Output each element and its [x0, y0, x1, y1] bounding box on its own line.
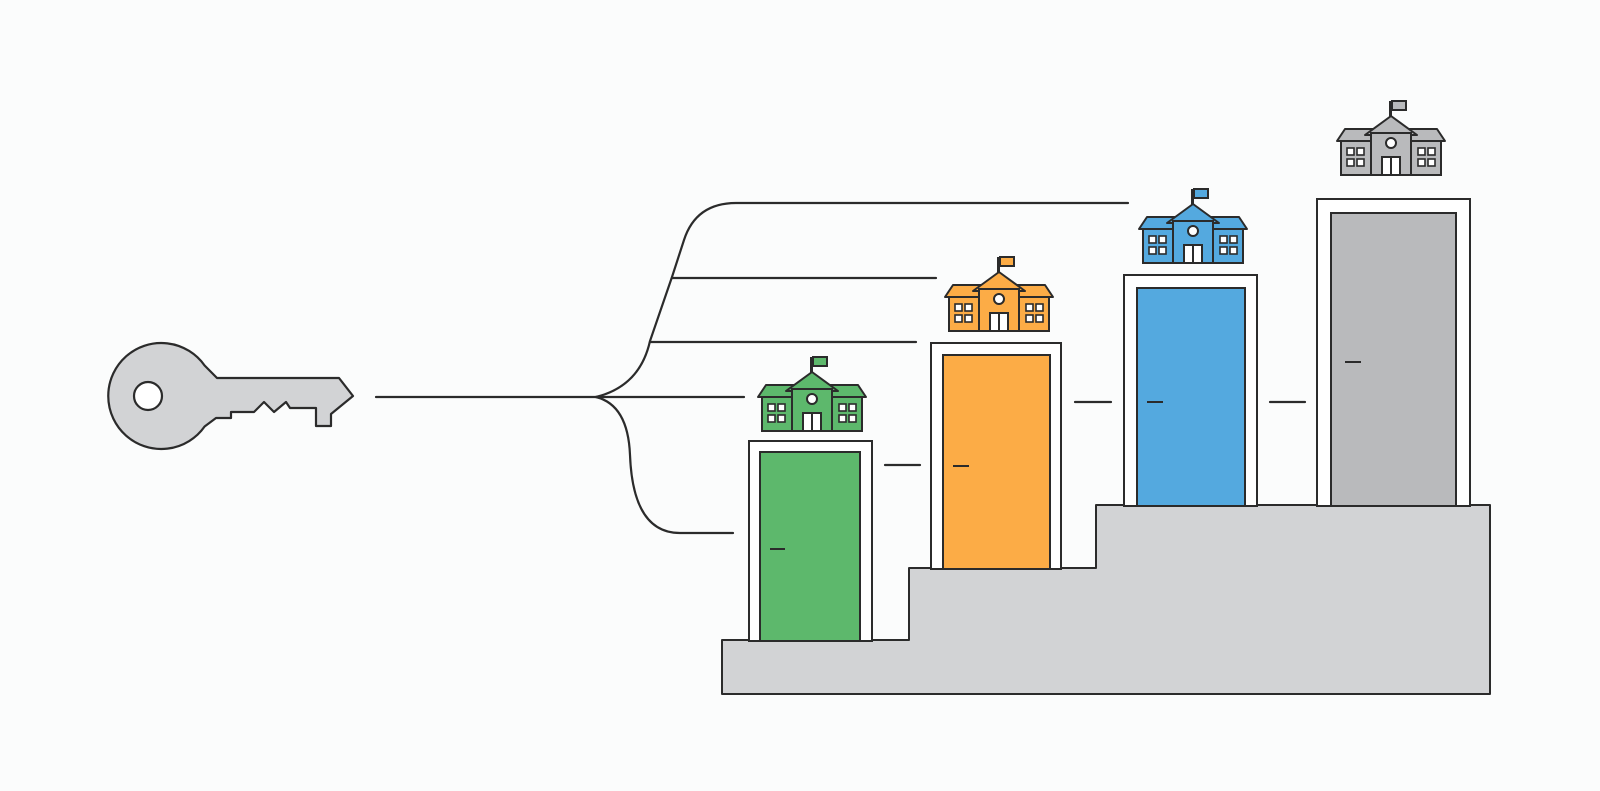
school-icon: [1138, 188, 1248, 264]
door-3: [1123, 274, 1258, 507]
door-2: [930, 342, 1062, 570]
door-4: [1316, 198, 1471, 507]
school-icon: [1336, 100, 1446, 176]
branch-lines: [374, 201, 1130, 535]
staircase: [721, 504, 1491, 695]
school-icon: [944, 256, 1054, 332]
school-icon: [757, 356, 867, 432]
door-connectors: [883, 400, 1307, 467]
door-1: [748, 440, 873, 642]
key-icon: [107, 341, 355, 451]
